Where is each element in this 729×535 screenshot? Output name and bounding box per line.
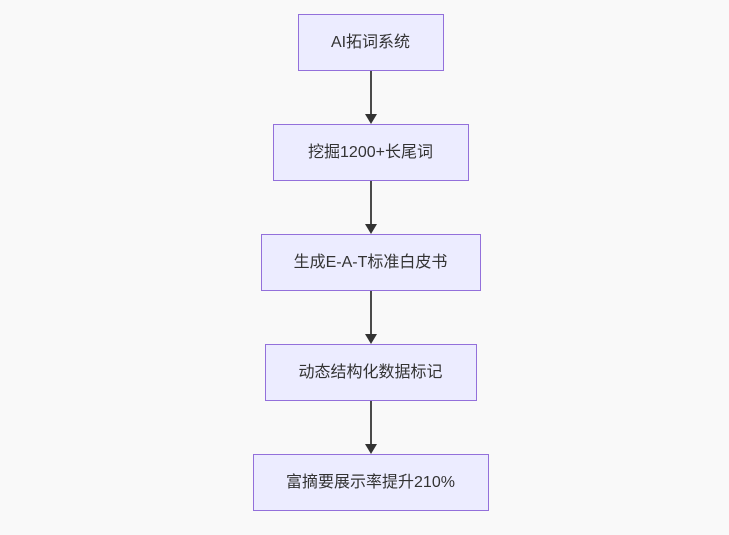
arrow-down-icon <box>364 444 377 454</box>
arrow-line <box>369 181 372 224</box>
arrow-down-icon <box>364 334 377 344</box>
flow-node-label: 富摘要展示率提升210% <box>286 473 455 491</box>
flow-edge-3 <box>364 291 377 344</box>
flow-node-label: AI拓词系统 <box>330 33 411 51</box>
flow-edge-4 <box>364 401 377 454</box>
flow-node-label: 挖掘1200+长尾词 <box>308 143 433 161</box>
flow-node-label: 动态结构化数据标记 <box>298 363 443 381</box>
arrow-line <box>369 291 372 334</box>
flow-node-label: 生成E-A-T标准白皮书 <box>293 253 448 271</box>
flow-node-1: AI拓词系统 <box>297 14 444 71</box>
flowchart: AI拓词系统 挖掘1200+长尾词 生成E-A-T标准白皮书 动态结构化数据标记… <box>6 0 729 535</box>
arrow-line <box>369 401 372 444</box>
flow-edge-2 <box>364 181 377 234</box>
flow-node-5: 富摘要展示率提升210% <box>252 454 489 511</box>
flow-node-2: 挖掘1200+长尾词 <box>272 124 469 181</box>
flow-node-3: 生成E-A-T标准白皮书 <box>260 234 481 291</box>
arrow-down-icon <box>364 224 377 234</box>
flow-edge-1 <box>364 71 377 124</box>
flow-node-4: 动态结构化数据标记 <box>264 344 477 401</box>
arrow-line <box>369 71 372 114</box>
arrow-down-icon <box>364 114 377 124</box>
